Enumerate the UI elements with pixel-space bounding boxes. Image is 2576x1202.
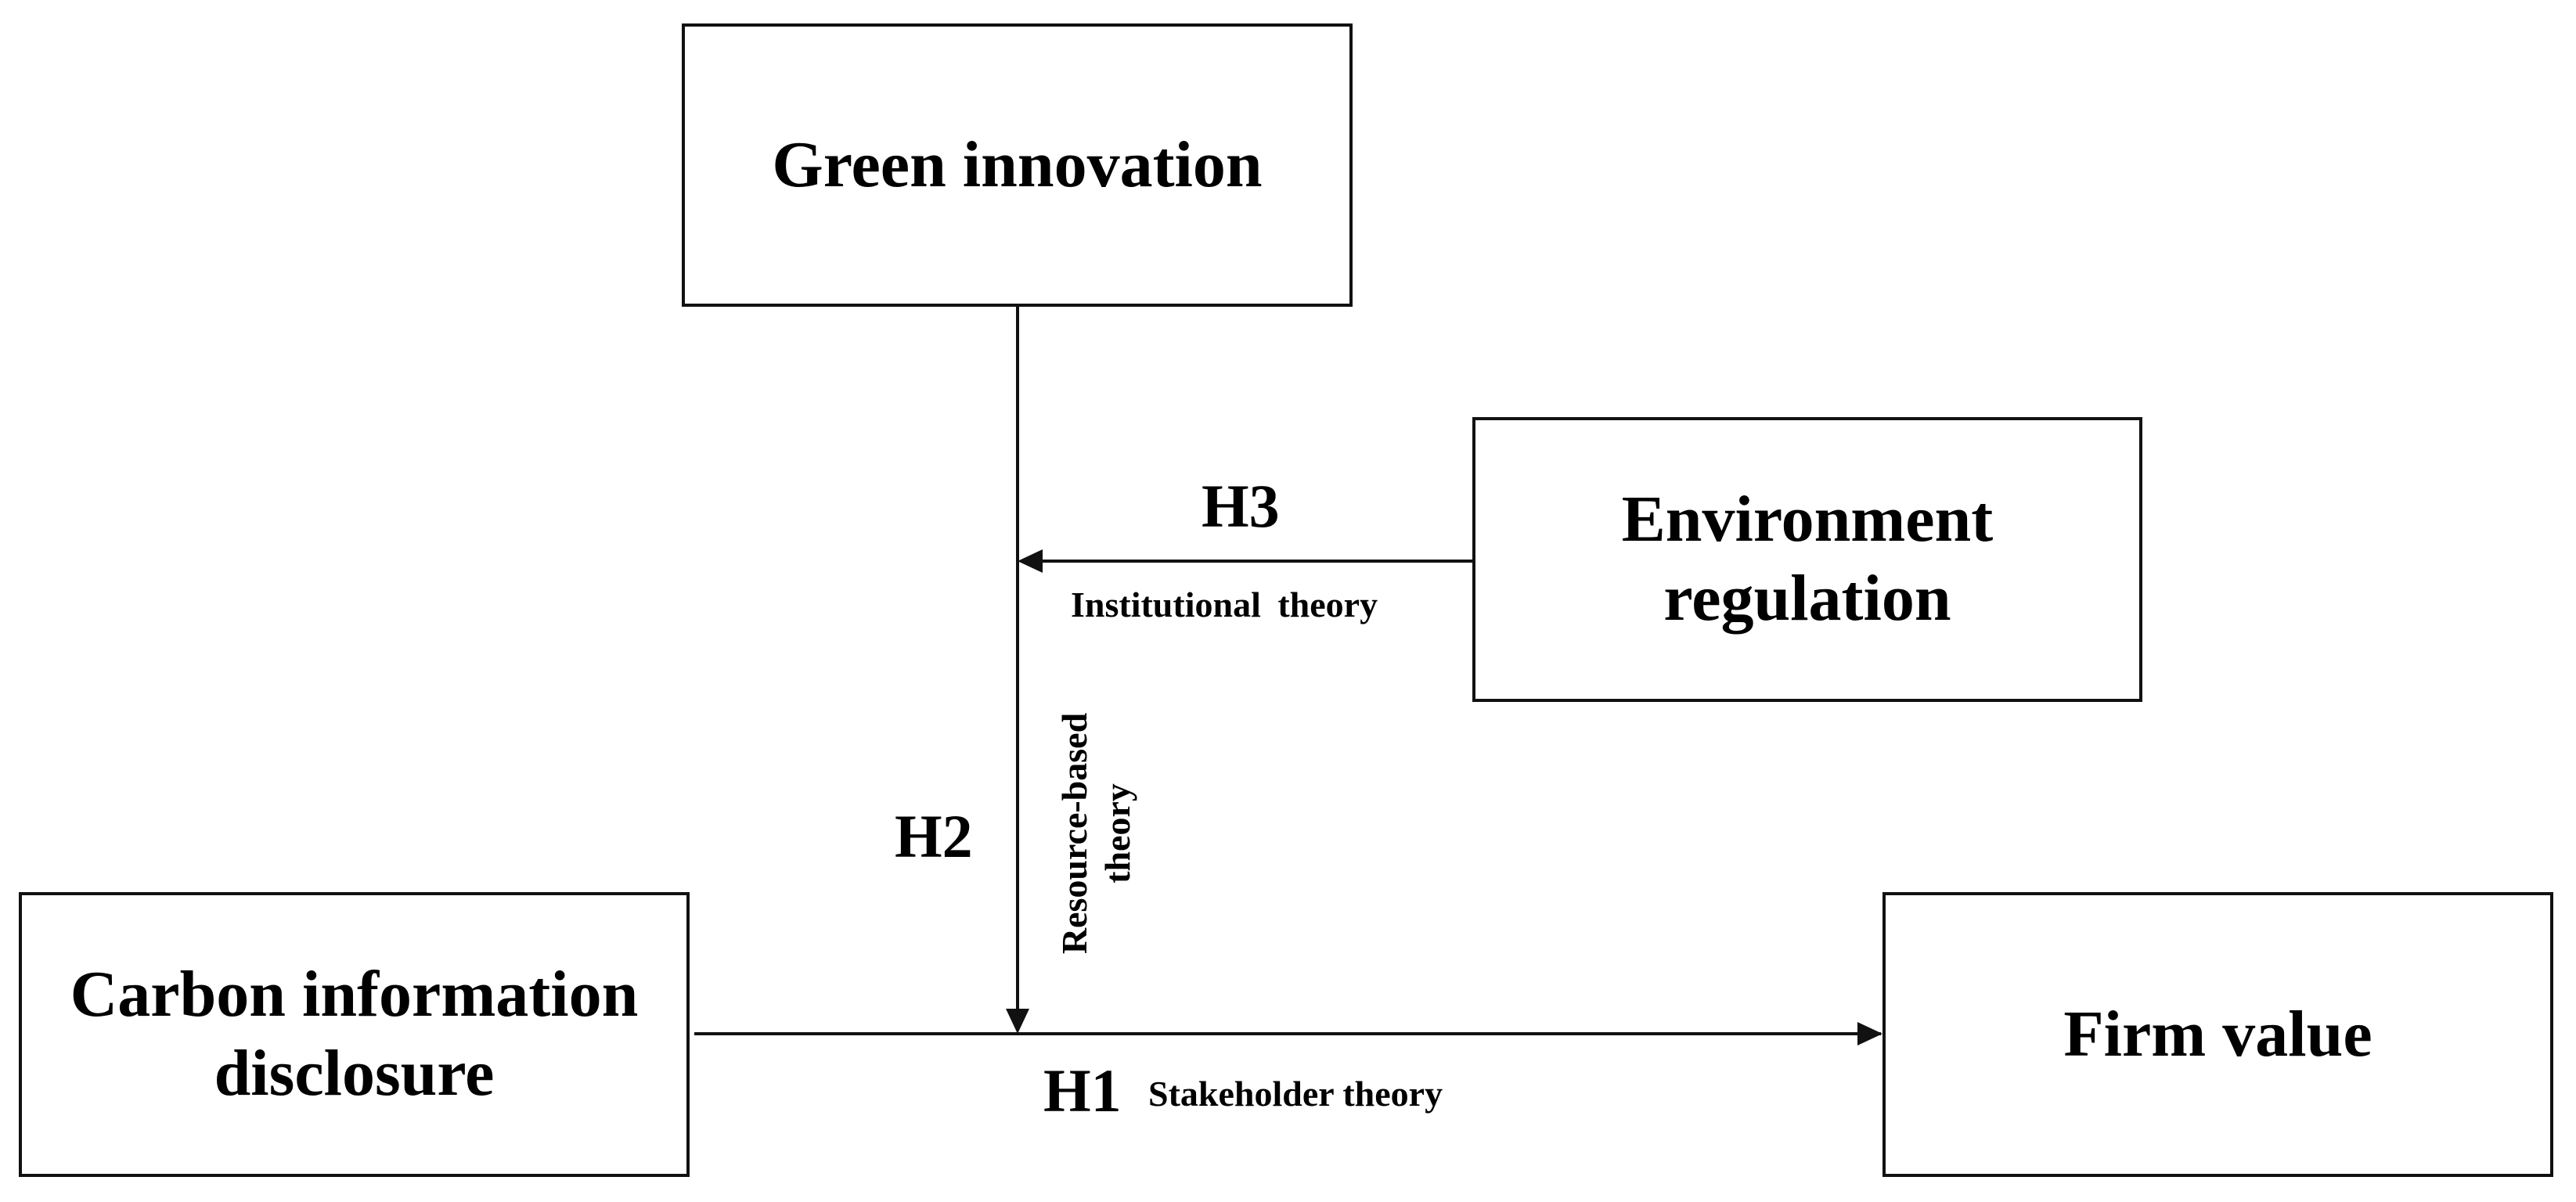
environment-regulation-line-1: Environment [1621, 483, 1994, 556]
green-innovation-box: Green innovation [682, 23, 1353, 307]
environment-regulation-box: Environment regulation [1472, 417, 2142, 702]
carbon-information-disclosure-line-2: disclosure [214, 1037, 495, 1110]
environment-regulation-label: Environment regulation [1622, 480, 1994, 639]
green-innovation-line-1: Green innovation [772, 128, 1263, 201]
institutional-theory-label: Institutional theory [1071, 585, 1378, 624]
green-innovation-label: Green innovation [772, 126, 1262, 205]
firm-value-box: Firm value [1882, 892, 2553, 1177]
h1-label: H1 [1043, 1056, 1122, 1125]
firm-value-line-1: Firm value [2063, 997, 2372, 1071]
carbon-information-disclosure-label: Carbon information disclosure [70, 955, 639, 1114]
h2-label: H2 [895, 802, 973, 870]
h3-arrowhead [1018, 549, 1043, 573]
h1-arrowhead [1857, 1022, 1882, 1045]
h2-arrowhead [1006, 1009, 1029, 1034]
environment-regulation-line-2: regulation [1663, 562, 1951, 635]
resource-based-theory-label: Resource-based theory [1053, 685, 1139, 982]
resource-based-theory-line-2: theory [1097, 783, 1137, 884]
h3-label: H3 [1202, 472, 1280, 540]
firm-value-label: Firm value [2063, 995, 2372, 1074]
resource-based-theory-line-1: Resource-based [1054, 712, 1094, 955]
carbon-information-disclosure-line-1: Carbon information [70, 958, 639, 1031]
stakeholder-theory-label: Stakeholder theory [1148, 1074, 1443, 1114]
carbon-information-disclosure-box: Carbon information disclosure [19, 892, 690, 1177]
